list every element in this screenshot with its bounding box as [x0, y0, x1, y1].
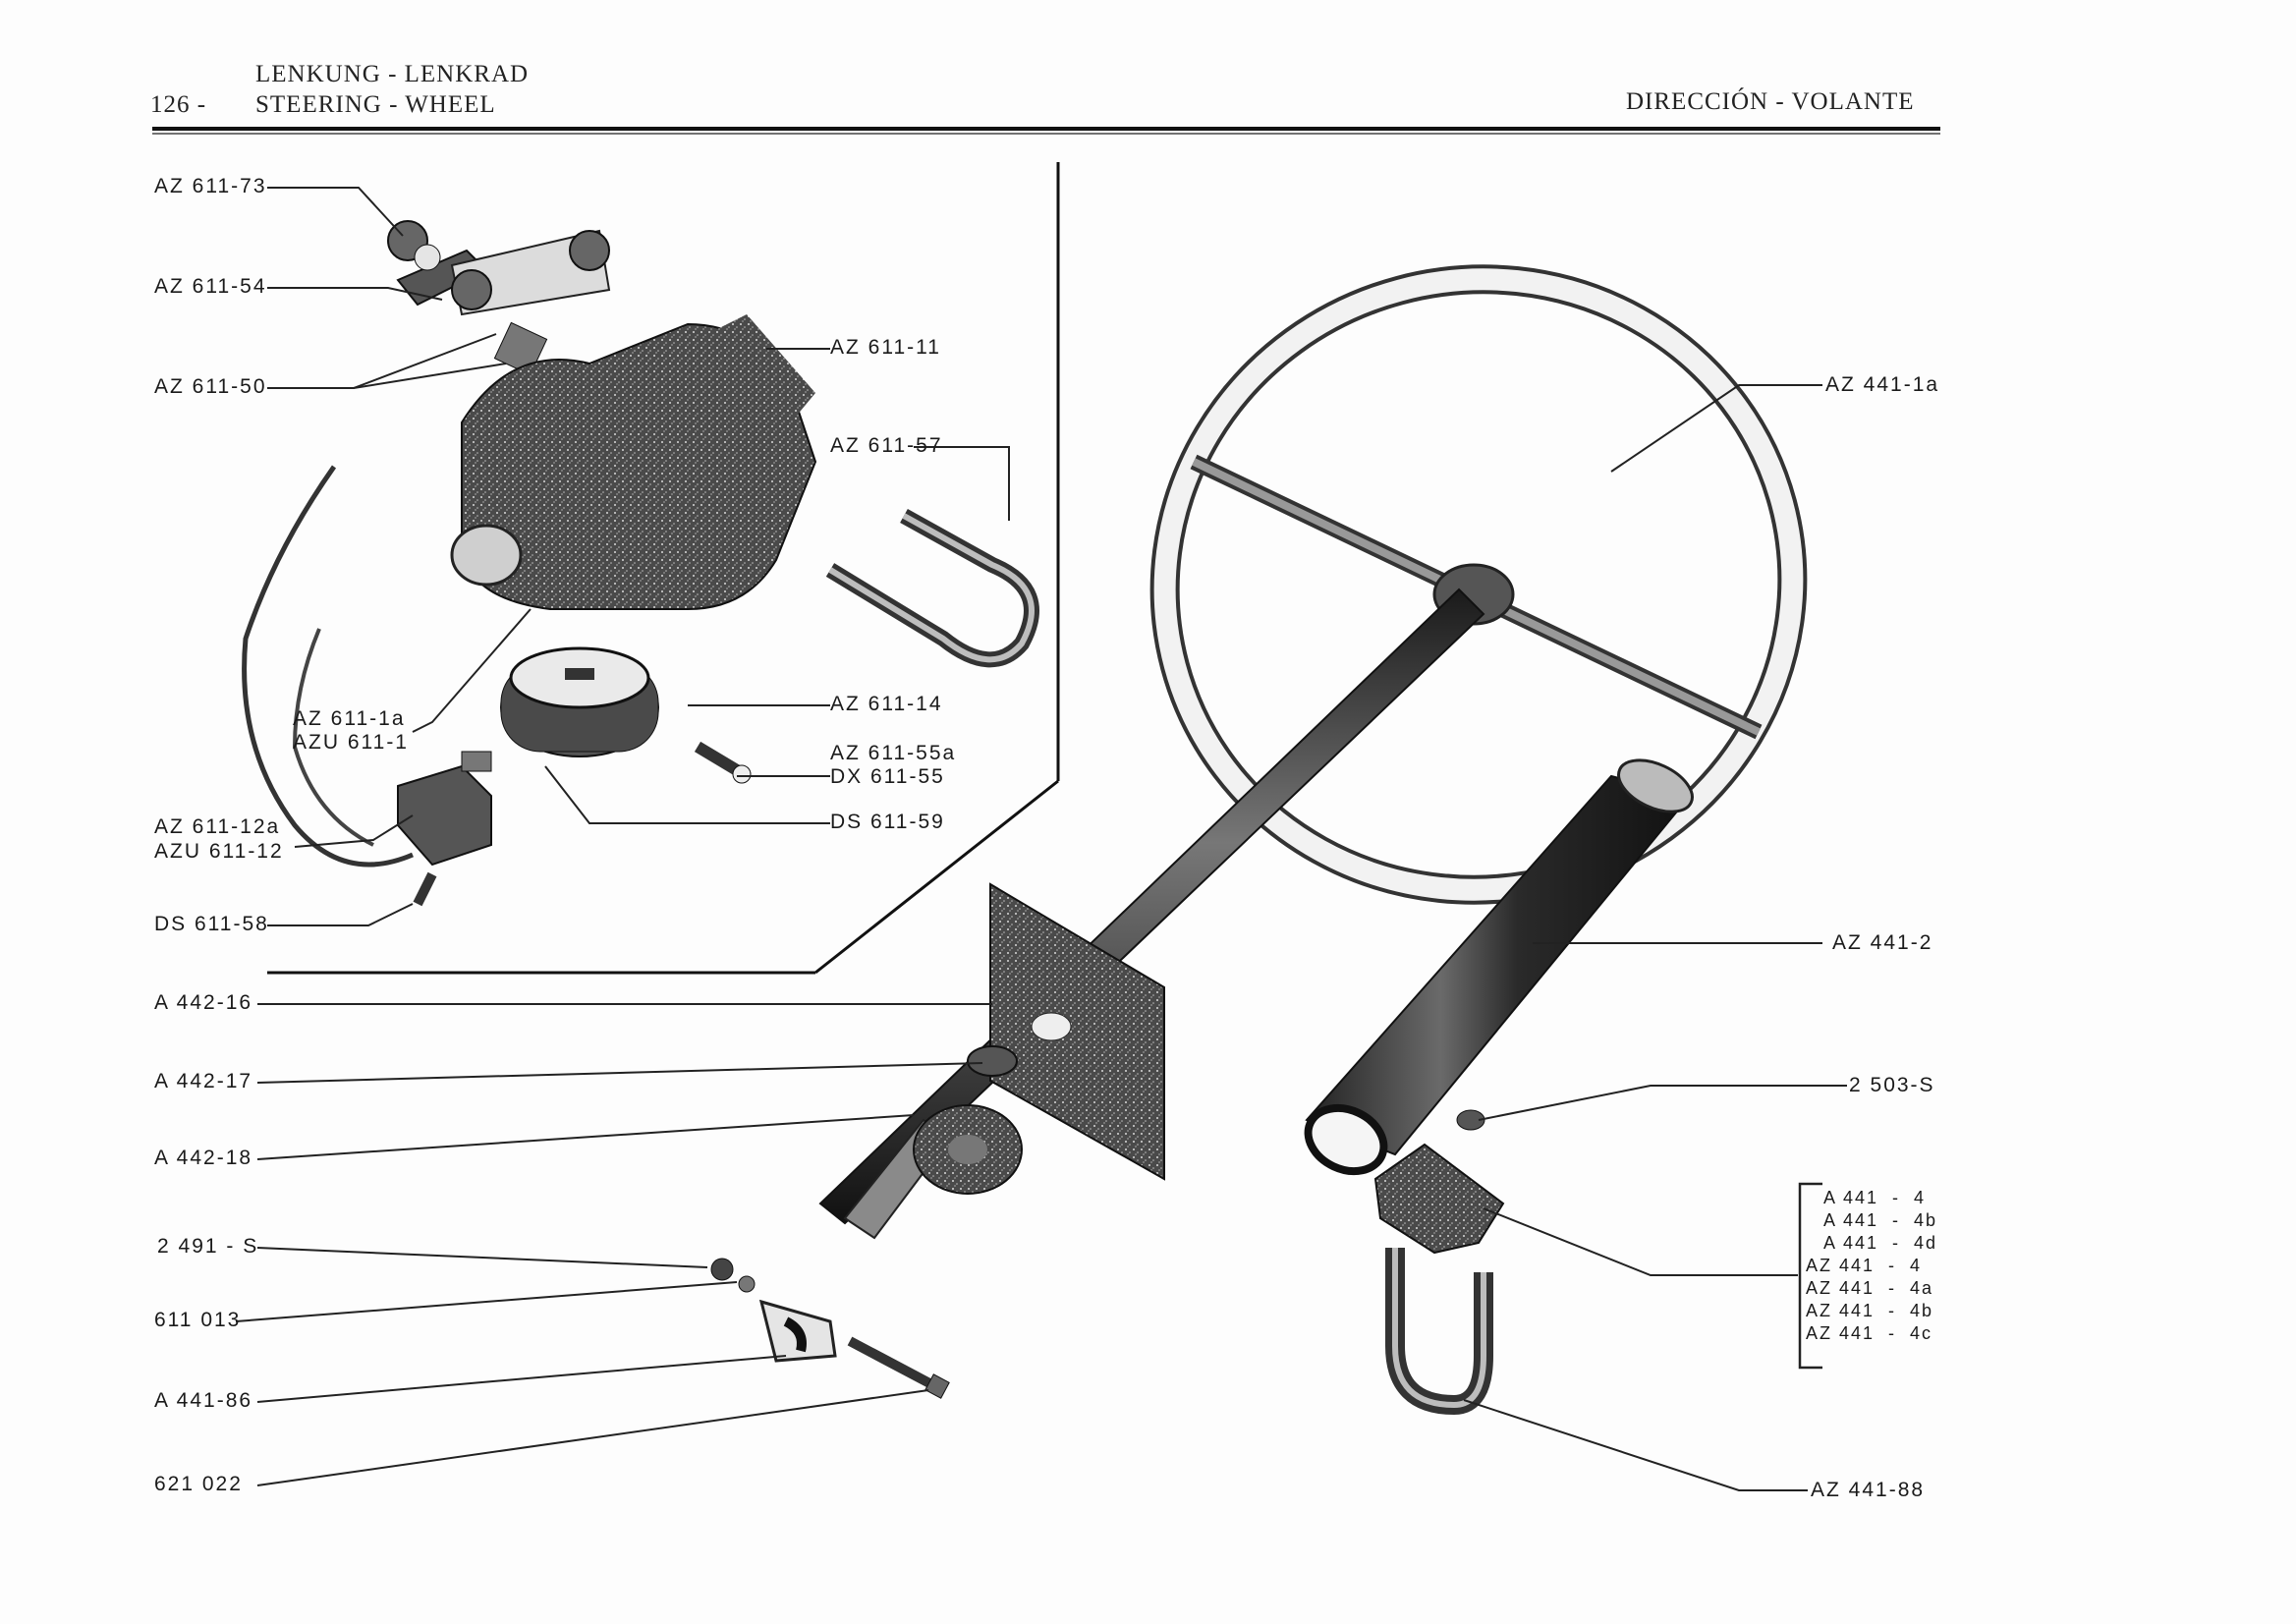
group-bracket [1798, 1182, 1822, 1370]
inset-frame [267, 162, 1060, 975]
part-label: AZ 611-50 [154, 375, 267, 398]
title-spanish: DIRECCIÓN - VOLANTE [1626, 88, 1915, 115]
part-label: AZ 441-1a [1825, 373, 1940, 396]
part-label: 2 491 - S [157, 1235, 259, 1258]
group-item: AZ 441 - 4a [1806, 1278, 1934, 1298]
leader-lines [235, 187, 1847, 1491]
part-label: AZ 611-1a [293, 707, 406, 730]
inset-parts [242, 220, 1039, 907]
part-label: AZU 611-12 [154, 840, 284, 863]
group-item: A 441 - 4d [1823, 1233, 1938, 1253]
part-label: AZ 611-55a [830, 742, 957, 764]
part-label: AZ 611-12a [154, 815, 281, 838]
part-group-list: A 441 - 4 A 441 - 4b A 441 - 4d AZ 441 -… [1806, 1187, 1937, 1345]
part-label: AZ 441-88 [1811, 1479, 1926, 1501]
part-label: DS 611-59 [830, 811, 945, 833]
part-label: DS 611-58 [154, 913, 269, 935]
page-number: 126 - [150, 91, 207, 118]
part-label: AZ 611-14 [830, 693, 943, 715]
part-label: A 442-18 [154, 1147, 253, 1169]
part-label: AZU 611-1 [293, 731, 409, 754]
group-item: AZ 441 - 4c [1806, 1323, 1933, 1343]
part-label: A 442-16 [154, 991, 253, 1014]
group-item: A 441 - 4b [1823, 1210, 1938, 1230]
part-label: AZ 611-73 [154, 175, 267, 197]
group-item: A 441 - 4 [1823, 1188, 1927, 1207]
group-item: AZ 441 - 4 [1806, 1256, 1923, 1275]
part-label: DX 611-55 [830, 765, 945, 788]
flange-washers [913, 1045, 1023, 1195]
part-label: A 441-86 [154, 1389, 253, 1412]
header-rule [152, 127, 1940, 135]
part-label: AZ 611-54 [154, 275, 267, 298]
column-tube [1304, 758, 1694, 1176]
title-german: LENKUNG - LENKRAD [255, 61, 530, 87]
part-label: 2 503-S [1849, 1074, 1935, 1096]
clamp-and-u-bolt [1373, 1143, 1505, 1416]
part-label: 621 022 [154, 1473, 243, 1495]
mounting-plate [989, 882, 1165, 1181]
title-english: STEERING - WHEEL [255, 91, 496, 118]
part-label: AZ 441-2 [1832, 931, 1933, 954]
part-label: AZ 611-11 [830, 336, 941, 359]
small-parts [710, 1109, 1485, 1399]
group-item: AZ 441 - 4b [1806, 1301, 1934, 1320]
part-label: 611 013 [154, 1309, 242, 1331]
part-label: A 442-17 [154, 1070, 253, 1092]
part-label: AZ 611-57 [830, 434, 943, 457]
